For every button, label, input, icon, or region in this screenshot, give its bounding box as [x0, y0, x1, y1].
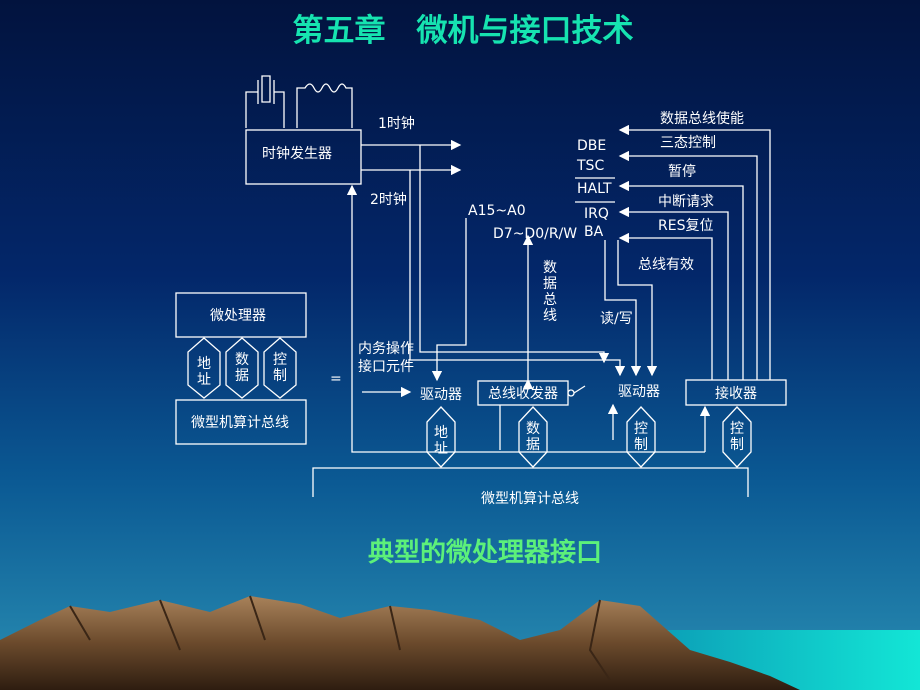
svg-text:数: 数: [526, 421, 540, 437]
sine-wave-icon: [296, 83, 353, 128]
clock-generator-label: 时钟发生器: [262, 145, 332, 162]
tsc-label: 三态控制: [660, 135, 716, 151]
transceiver-label: 总线收发器: [488, 386, 558, 402]
equals-sign: =: [330, 371, 342, 387]
bottom-bus-label: 微型机算计总线: [481, 491, 579, 507]
iface-parts-label: 接口元件: [358, 358, 414, 375]
dbe-signal: DBE: [577, 138, 606, 154]
bus-valid-label: 总线有效: [638, 257, 694, 273]
bus-addr-arrow: 地 址: [426, 406, 456, 468]
svg-text:制: 制: [273, 368, 287, 384]
receiver-box: [685, 379, 787, 406]
mountain-range: [0, 596, 800, 690]
rw-line: [604, 240, 642, 377]
irq-label: 中断请求: [658, 194, 714, 210]
svg-text:地: 地: [434, 425, 448, 441]
feedback-line: [346, 184, 705, 453]
bus-ctrl2-arrow: 控 制: [722, 406, 752, 468]
svg-text:线: 线: [543, 308, 557, 324]
left-addr-arrow: 地 址: [187, 337, 221, 399]
tsc-signal: TSC: [576, 158, 604, 174]
clk2-label: 2时钟: [370, 191, 407, 208]
svg-text:地: 地: [197, 356, 211, 372]
clk1-label: 1时钟: [378, 115, 415, 132]
svg-text:控: 控: [730, 421, 744, 437]
svg-text:据: 据: [235, 368, 249, 384]
bus-ctrl1-arrow: 控 制: [626, 406, 656, 468]
svg-text:据: 据: [543, 276, 557, 292]
svg-text:数: 数: [235, 352, 249, 368]
bus-data-arrow: 数 据: [518, 406, 548, 468]
irq-signal: IRQ: [584, 206, 609, 222]
svg-text:据: 据: [526, 437, 540, 453]
svg-text:数: 数: [543, 260, 557, 276]
cpu-label: 微处理器: [210, 308, 266, 324]
rw-label: 读/写: [600, 310, 633, 327]
data-bus-vertical-label: 数 据 总 线: [543, 260, 557, 324]
ba-line: [617, 240, 658, 377]
left-data-arrow: 数 据: [225, 337, 259, 399]
addr-line: [431, 218, 467, 382]
res-label: RES复位: [658, 217, 713, 234]
receiver-label: 接收器: [715, 385, 757, 402]
dbe-label: 数据总线使能: [660, 110, 744, 127]
addr-bus-label: A15~A0: [468, 203, 526, 219]
mountain-ridges: [69, 595, 611, 681]
driver2-label: 驱动器: [618, 384, 660, 400]
svg-text:总: 总: [543, 292, 557, 308]
driver1-label: 驱动器: [420, 387, 462, 403]
svg-text:制: 制: [730, 437, 744, 453]
svg-text:址: 址: [434, 441, 448, 457]
svg-text:址: 址: [197, 372, 211, 388]
halt-signal: HALT: [577, 181, 612, 197]
transceiver-enable-bubble: [567, 389, 575, 397]
bottom-bus-bracket: [312, 467, 749, 497]
left-bus-box: [175, 399, 307, 445]
clk2-down-line: [409, 170, 626, 377]
svg-text:制: 制: [634, 437, 648, 453]
crystal-oscillator-icon: [245, 75, 285, 128]
left-ctrl-arrow: 控 制: [263, 337, 297, 399]
svg-text:控: 控: [273, 352, 287, 368]
control-return-lines: [618, 124, 771, 380]
transceiver-enable-line: [573, 385, 586, 394]
clk1-down-line: [419, 145, 610, 364]
cpu-box: [175, 292, 307, 338]
left-bus-label: 微型机算计总线: [191, 415, 289, 431]
ba-signal: BA: [584, 224, 604, 240]
data-bus-label: D7~D0/R/W: [493, 226, 577, 242]
page-title: 第五章 微机与接口技术: [293, 13, 634, 49]
svg-text:控: 控: [634, 421, 648, 437]
internal-op-label: 内务操作: [358, 341, 414, 357]
diagram-caption: 典型的微处理器接口: [368, 537, 602, 568]
halt-label: 暂停: [668, 163, 696, 180]
clock-generator-box: [245, 129, 362, 185]
